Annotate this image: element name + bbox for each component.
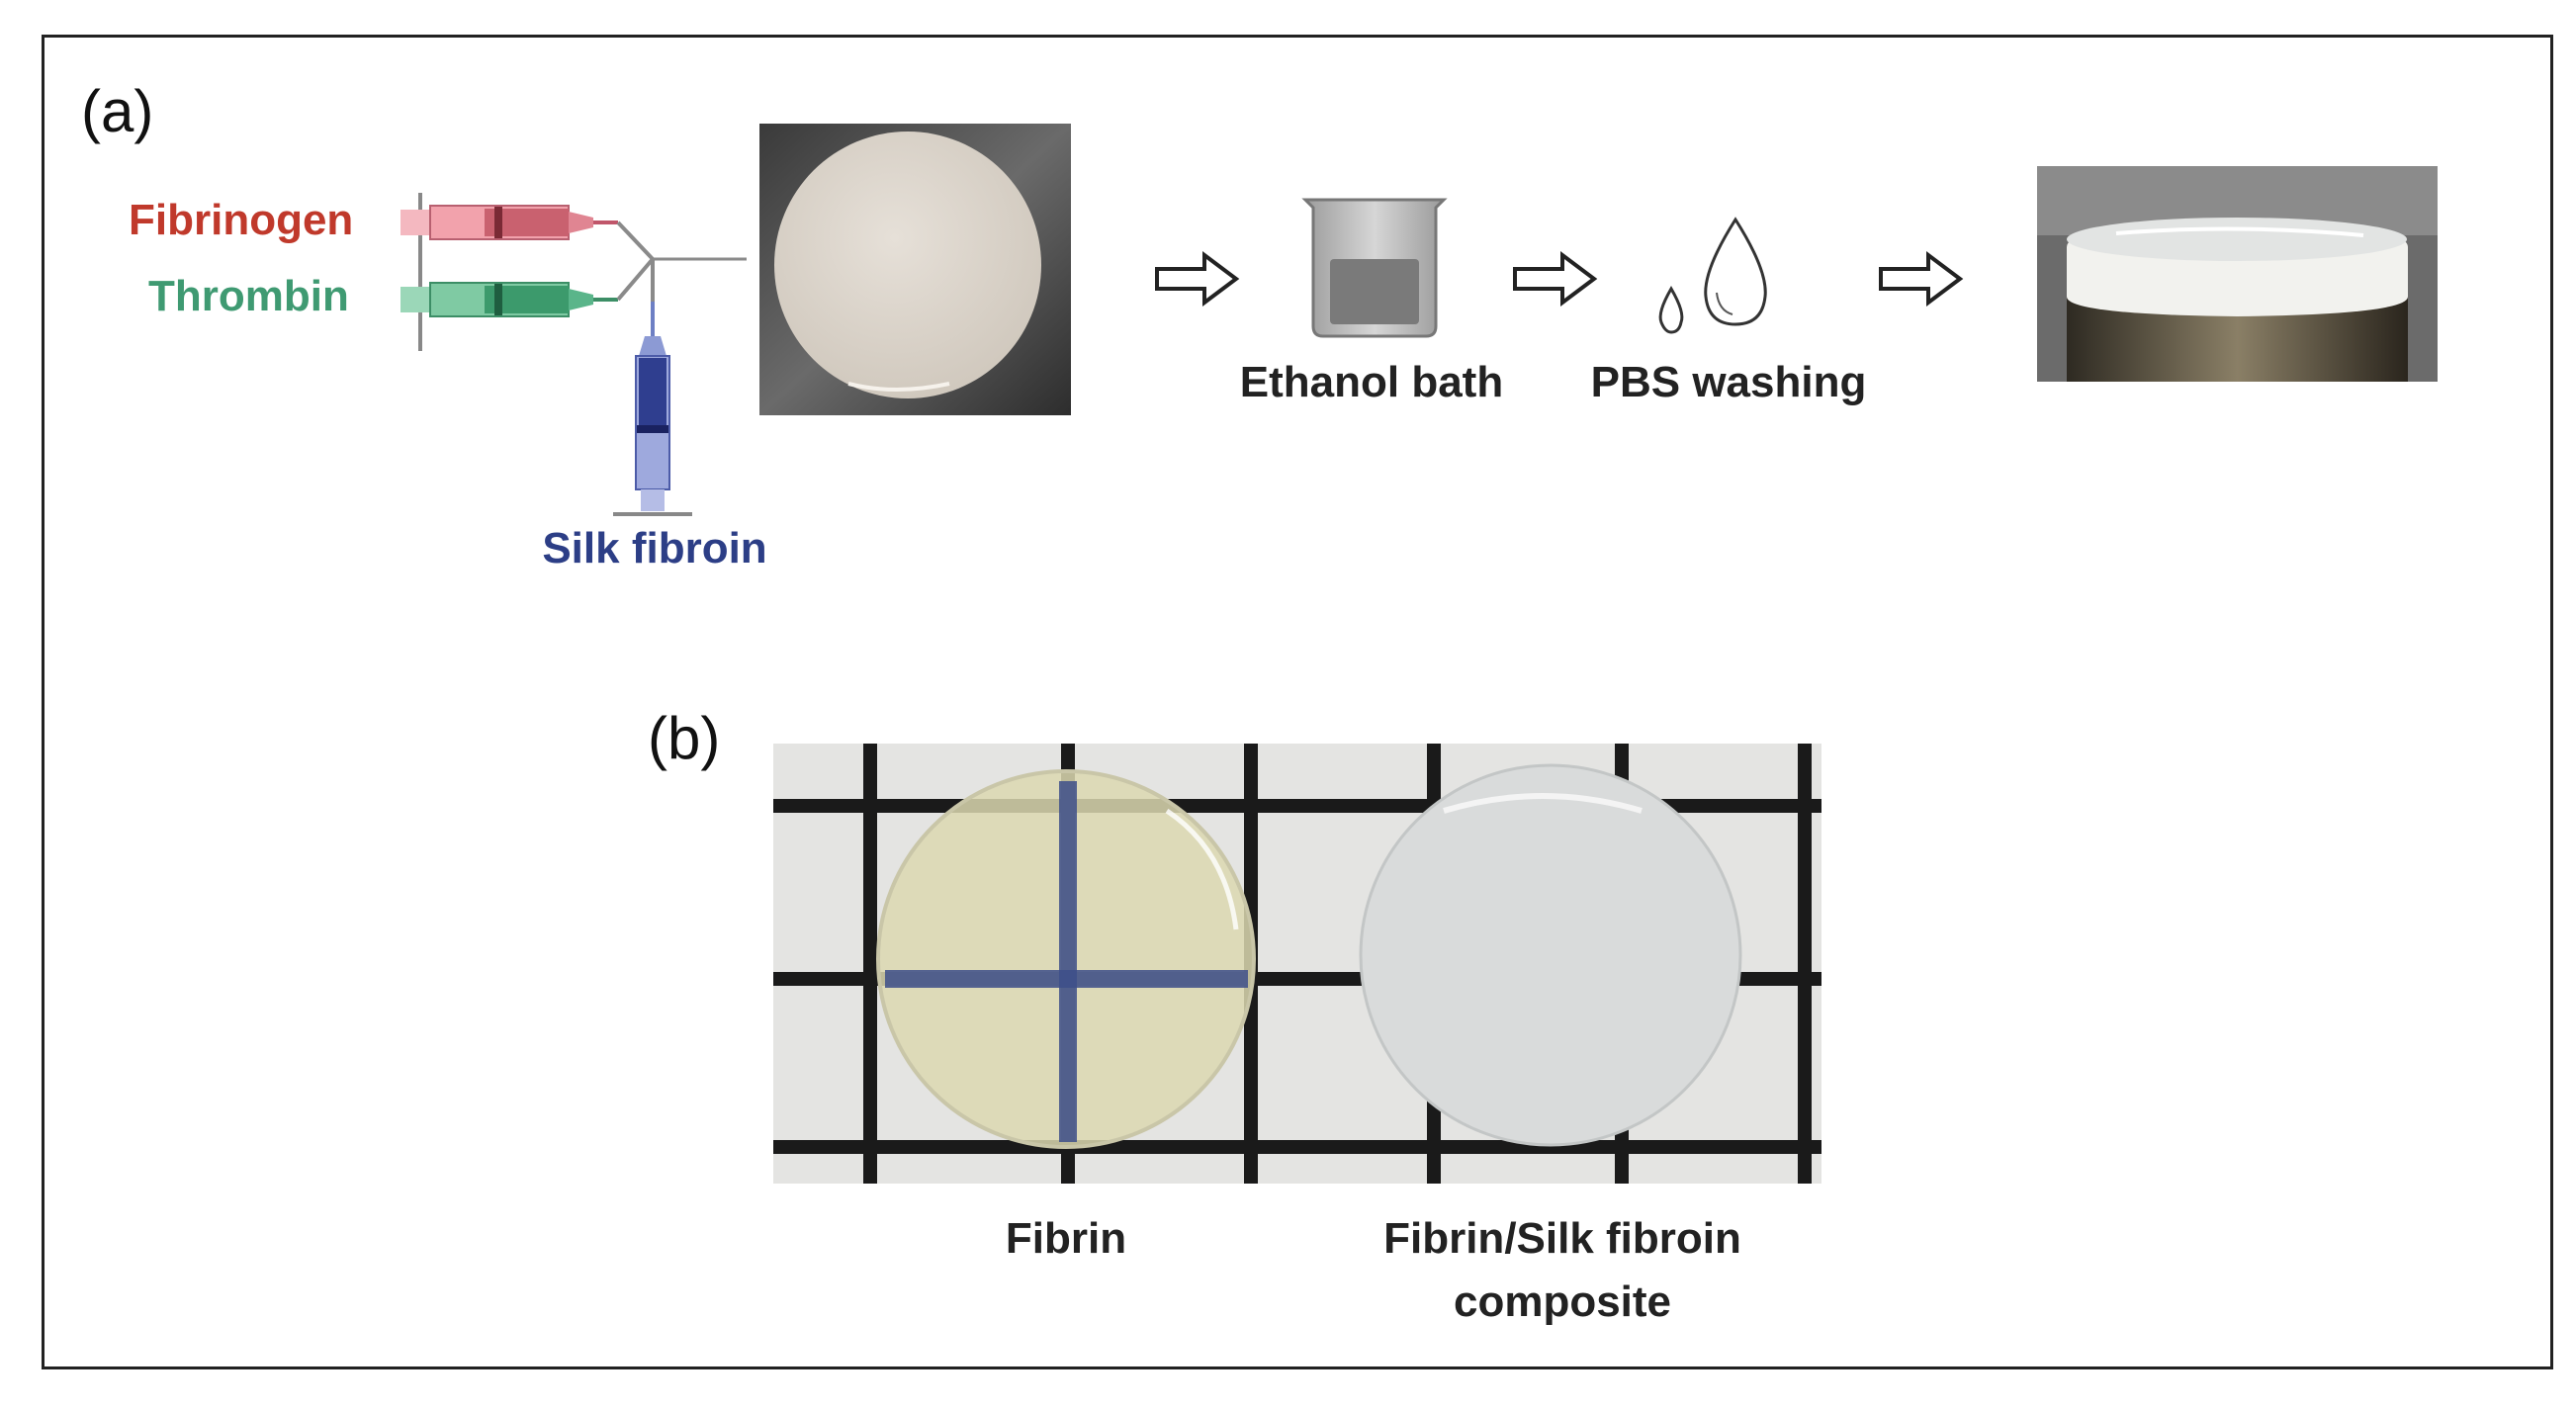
silk-fibroin-label: Silk fibroin bbox=[542, 524, 767, 573]
composite-caption-line1: Fibrin/Silk fibroin bbox=[1383, 1214, 1741, 1263]
figure-frame bbox=[42, 35, 2553, 1369]
composite-disc bbox=[1359, 763, 1742, 1147]
fibrin-disc bbox=[876, 769, 1256, 1149]
silk-fibroin-syringe-icon bbox=[613, 302, 692, 516]
ethanol-bath-label: Ethanol bath bbox=[1239, 358, 1504, 406]
hydrogel-cylinder-photo bbox=[2037, 166, 2438, 382]
fibrinogen-syringe-icon bbox=[400, 193, 618, 351]
right-hollow-arrow-icon bbox=[1155, 251, 1240, 307]
panel-b-photo bbox=[773, 744, 1821, 1184]
panel-b-label: (b) bbox=[648, 705, 721, 771]
fibrinogen-label: Fibrinogen bbox=[129, 196, 354, 244]
fibrin-caption: Fibrin bbox=[1005, 1214, 1127, 1263]
composite-caption-line2: composite bbox=[1453, 1278, 1672, 1326]
panel-a-label: (a) bbox=[81, 78, 154, 144]
right-hollow-arrow-icon bbox=[1879, 251, 1964, 307]
water-drops-icon bbox=[1658, 217, 1767, 334]
pbs-washing-label: PBS washing bbox=[1590, 358, 1867, 406]
thrombin-syringe-icon bbox=[400, 282, 618, 317]
y-connector-icon bbox=[616, 220, 747, 307]
hydrogel-disc-photo bbox=[759, 124, 1071, 415]
right-hollow-arrow-icon bbox=[1513, 251, 1598, 307]
thrombin-label: Thrombin bbox=[148, 272, 349, 320]
beaker-icon bbox=[1301, 198, 1448, 338]
